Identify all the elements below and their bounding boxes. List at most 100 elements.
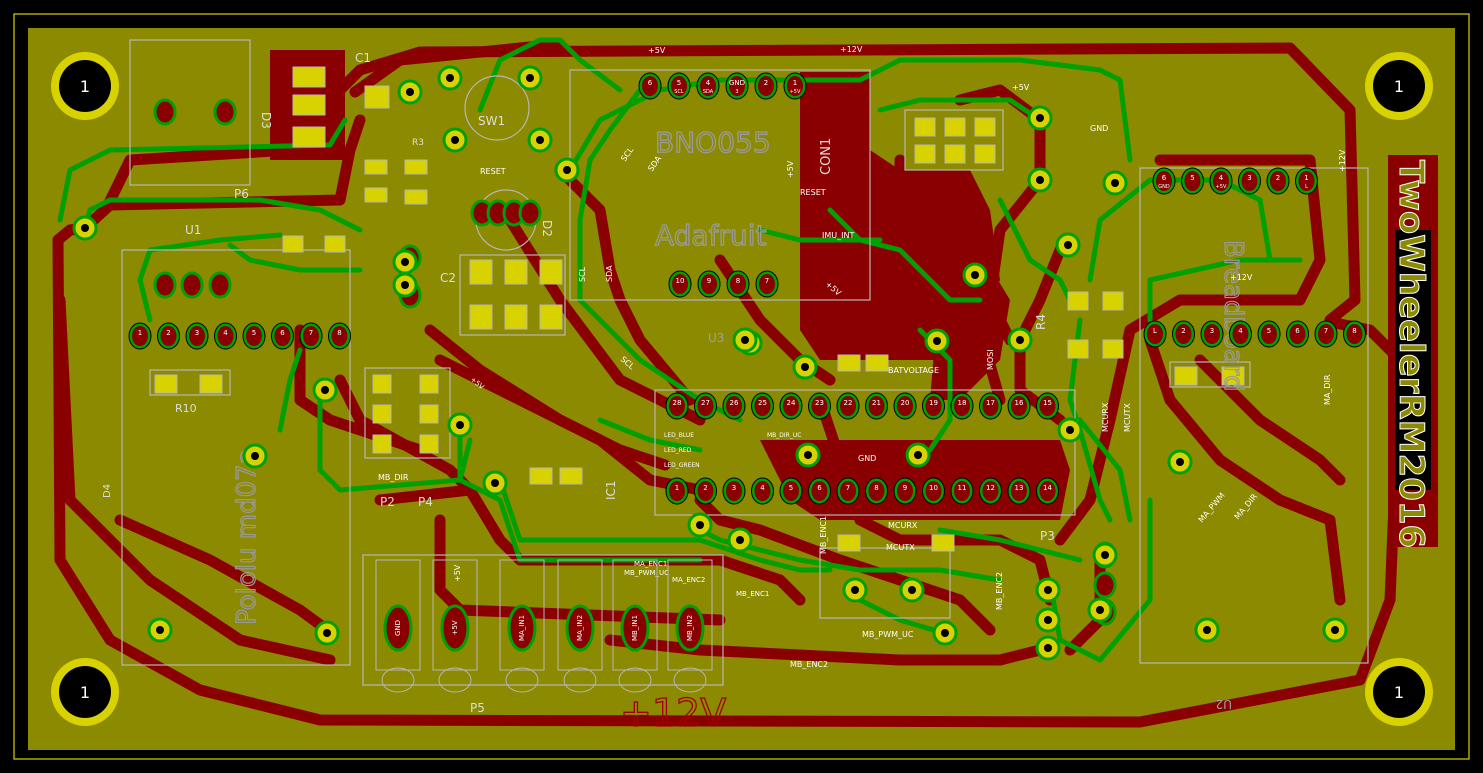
pin-label: 1 — [1304, 174, 1308, 182]
via — [727, 527, 753, 553]
ic-bottom-pin: 5 — [779, 477, 803, 505]
via — [147, 617, 173, 643]
smd-pad — [837, 354, 861, 372]
via — [1027, 105, 1053, 131]
via — [792, 354, 818, 380]
pin-label: 3 — [195, 329, 199, 337]
mounting-hole-bottom-left[interactable]: 1 — [51, 658, 119, 726]
net-12v-right: +12V — [1338, 149, 1347, 172]
net-mcurx-v: MCURX — [1101, 402, 1110, 432]
via — [1102, 170, 1128, 196]
motor-terminal-pad: GND — [375, 559, 421, 693]
via — [1092, 542, 1118, 568]
ref-u2: U2 — [1216, 697, 1232, 711]
net-5v-right: +5V — [1012, 83, 1030, 92]
net-reset: RESET — [480, 167, 506, 176]
bno-header-pin: 1+5V — [783, 72, 807, 100]
pin-label: 4 — [706, 79, 711, 87]
ic-bottom-pin: 3 — [722, 477, 746, 505]
big-12v-label: +12V — [620, 691, 726, 735]
pin-label: 26 — [730, 399, 739, 407]
pin-sublabel: GND — [1158, 184, 1170, 190]
mounting-hole-bottom-right[interactable]: 1 — [1365, 658, 1433, 726]
net-led-blue: LED_BLUE — [664, 432, 694, 439]
pin-label: 5 — [1190, 174, 1194, 182]
pin-label: 1 — [793, 79, 797, 87]
right-top-pin: 5 — [1181, 167, 1204, 195]
smd-pad — [469, 259, 493, 285]
pin-label: 2 — [1276, 174, 1280, 182]
pin-label: 24 — [787, 399, 796, 407]
through-hole-pin — [208, 271, 232, 299]
smd-pad — [1102, 339, 1124, 359]
net-led-green: LED_GREEN — [664, 462, 700, 469]
adafruit-title: Adafruit — [655, 219, 766, 252]
pin-label: 20 — [901, 399, 910, 407]
left-header-pin: 4 — [214, 322, 237, 350]
reference-designators: C1 C2 D2 D3 U1 U2 U3 P2 P3 P4 P5 P6 R10 … — [102, 51, 1232, 715]
via — [924, 328, 950, 354]
right-top-pin: 2 — [1266, 167, 1290, 195]
smd-pad — [364, 159, 388, 175]
pin-sublabel: SCL — [674, 89, 684, 95]
motor-terminal-pad: MB_IN2 — [667, 559, 713, 693]
pin-sublabel: +5V — [790, 89, 801, 95]
via — [687, 512, 713, 538]
smd-pad — [282, 235, 304, 253]
mounting-hole-top-right[interactable]: 1 — [1365, 52, 1433, 120]
smd-pad — [914, 117, 936, 137]
motor-terminal-pad: MB_IN1 — [612, 559, 658, 693]
via — [392, 272, 418, 298]
net-batvoltage: BATVOLTAGE — [888, 366, 939, 375]
via — [842, 577, 868, 603]
net-mb-enc2-v: MB_ENC2 — [995, 572, 1004, 610]
through-hole-pin — [153, 98, 177, 126]
via — [905, 442, 931, 468]
ref-d4: D4 — [102, 484, 113, 498]
right-header-pin: 5 — [1257, 320, 1281, 348]
pin-label: 1 — [675, 484, 679, 492]
mounting-hole-top-left[interactable]: 1 — [51, 52, 119, 120]
pin-label: 11 — [958, 484, 967, 492]
via — [1027, 167, 1053, 193]
ic-top-pin: 16 — [1007, 392, 1031, 420]
con1-header-pin: 7 — [755, 270, 779, 298]
ref-r10: R10 — [175, 402, 197, 415]
smd-pad — [914, 144, 936, 164]
pin-label: 7 — [309, 329, 313, 337]
ic-bottom-pin: 10 — [922, 477, 945, 505]
ic-top-pin: 21 — [865, 392, 888, 420]
left-header-pin: 6 — [271, 322, 294, 350]
terminal-label: MB_IN2 — [686, 615, 694, 641]
con1-header-pin: 8 — [726, 270, 750, 298]
smd-pad — [372, 374, 392, 394]
pin-label: 4 — [1219, 174, 1224, 182]
ic-bottom-pin: 4 — [751, 477, 774, 505]
pin-label: 2 — [1181, 327, 1185, 335]
net-ma-enc1: MA_ENC1 — [634, 560, 667, 568]
ic-top-pin: 18 — [950, 392, 974, 420]
pin-label: 6 — [280, 329, 285, 337]
net-mcurx: MCURX — [888, 521, 918, 530]
net-mosi: MOSI — [986, 349, 995, 370]
ic-top-pin: 22 — [836, 392, 860, 420]
ic-bottom-pin: 13 — [1007, 477, 1031, 505]
ic-top-pin: 24 — [779, 392, 803, 420]
pin-label: 9 — [707, 277, 711, 285]
bno055-title: BNO055 — [655, 126, 771, 159]
through-hole-pin — [518, 199, 542, 227]
ic-top-pin: 15 — [1036, 392, 1059, 420]
net-scl-2: SCL — [578, 266, 587, 282]
ic-bottom-pin: 8 — [865, 477, 888, 505]
pin-label: 5 — [1267, 327, 1271, 335]
pin-label: 17 — [986, 399, 995, 407]
pin-label: 5 — [677, 79, 681, 87]
via — [1322, 617, 1348, 643]
via — [1087, 597, 1113, 623]
net-5v-pololu: +5V — [453, 564, 462, 582]
pin-sublabel: L — [1305, 184, 1308, 190]
via — [1167, 449, 1193, 475]
net-led-red: LED_RED — [664, 447, 692, 454]
